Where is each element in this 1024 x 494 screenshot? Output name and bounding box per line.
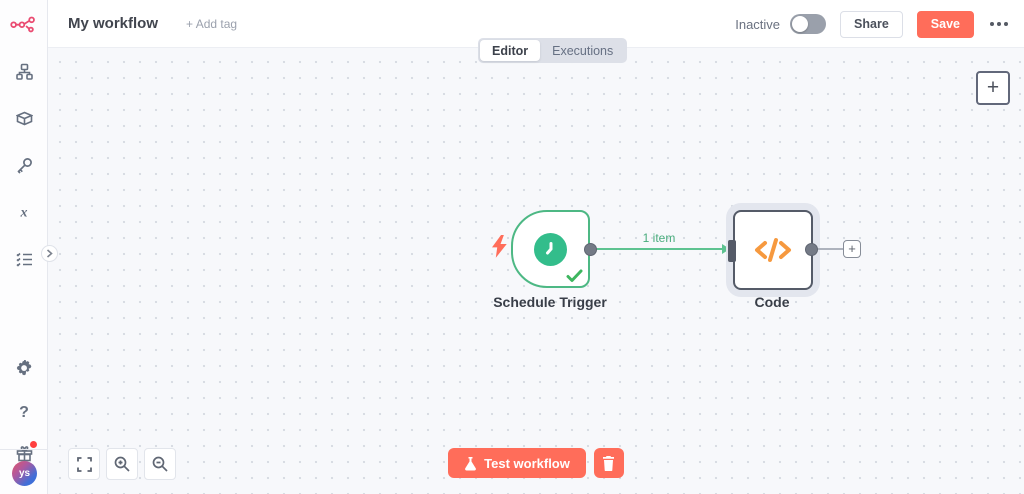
sidebar: x ? — [0, 0, 48, 494]
toggle-knob — [792, 16, 809, 32]
sidebar-item-templates[interactable] — [9, 103, 39, 133]
sidebar-bottom: ? — [0, 353, 48, 469]
add-next-node-button[interactable]: + — [843, 240, 861, 258]
dot — [997, 22, 1001, 26]
workflow-title[interactable]: My workflow — [68, 15, 159, 32]
tab-executions[interactable]: Executions — [552, 43, 614, 58]
node-label-schedule: Schedule Trigger — [493, 294, 607, 310]
connection-arrowhead — [722, 244, 730, 254]
sidebar-item-whats-new[interactable] — [9, 439, 39, 469]
schedule-output-port[interactable] — [584, 243, 597, 256]
workflow-canvas[interactable]: Editor Executions + Schedule Trigger — [41, 38, 1024, 494]
sidebar-item-credentials[interactable] — [9, 150, 39, 180]
n8n-logo[interactable] — [0, 0, 48, 48]
svg-text:?: ? — [19, 404, 29, 420]
notification-dot — [30, 441, 37, 448]
chevron-right-icon — [46, 249, 53, 258]
connection-items-label: 1 item — [642, 231, 676, 245]
share-button[interactable]: Share — [840, 10, 903, 38]
sidebar-item-variables[interactable]: x — [9, 197, 39, 227]
sidebar-divider — [0, 449, 47, 450]
activation-status-label: Inactive — [735, 16, 781, 32]
zoom-to-fit-button[interactable] — [68, 448, 100, 480]
expand-panel-button[interactable] — [41, 245, 58, 262]
more-options-button[interactable] — [988, 16, 1010, 32]
sidebar-item-executions[interactable] — [9, 244, 39, 274]
run-bar: Test workflow — [48, 448, 1024, 478]
code-output-port[interactable] — [805, 243, 818, 256]
test-workflow-button[interactable]: Test workflow — [448, 448, 586, 478]
zoom-out-button[interactable] — [144, 448, 176, 480]
dot — [990, 22, 994, 26]
test-workflow-label: Test workflow — [484, 455, 570, 471]
view-tabs: Editor Executions — [478, 38, 628, 63]
header-actions: Inactive Share Save — [735, 0, 1010, 48]
sidebar-item-help[interactable]: ? — [9, 396, 39, 426]
templates-icon — [15, 111, 33, 125]
sidebar-item-settings[interactable] — [9, 353, 39, 383]
activation-toggle[interactable] — [790, 14, 827, 34]
delete-button[interactable] — [593, 448, 624, 478]
executions-icon — [15, 252, 32, 267]
n8n-logo-icon — [10, 16, 35, 33]
node-label-code: Code — [754, 294, 790, 310]
trigger-bolt-icon — [492, 235, 507, 258]
add-next-stub-line — [816, 248, 843, 250]
code-input-port[interactable] — [728, 240, 736, 262]
connection-line[interactable] — [593, 248, 723, 250]
code-icon — [755, 238, 791, 262]
add-tag-button[interactable]: + Add tag — [186, 16, 238, 31]
credentials-icon — [16, 157, 32, 174]
sidebar-nav: x — [0, 56, 48, 274]
trash-icon — [603, 455, 615, 471]
zoom-in-button[interactable] — [106, 448, 138, 480]
variables-icon: x — [20, 206, 28, 220]
success-check-icon — [566, 269, 583, 282]
dot — [1004, 22, 1008, 26]
zoom-out-icon — [152, 456, 168, 472]
zoom-controls — [68, 448, 176, 480]
tab-editor[interactable]: Editor — [480, 40, 541, 61]
settings-icon — [16, 359, 31, 375]
svg-text:x: x — [20, 206, 28, 220]
open-nodes-panel-button[interactable]: + — [976, 71, 1010, 105]
header: My workflow + Add tag Inactive Share Sav… — [48, 0, 1024, 48]
whats-new-icon — [16, 446, 32, 462]
zoom-to-fit-icon — [76, 456, 92, 472]
help-icon: ? — [19, 404, 29, 420]
user-avatar[interactable]: ys — [12, 461, 37, 486]
workflows-icon — [15, 63, 33, 80]
node-schedule-trigger[interactable] — [511, 210, 590, 288]
save-button[interactable]: Save — [916, 10, 974, 38]
node-code[interactable] — [728, 210, 813, 290]
zoom-in-icon — [114, 456, 130, 472]
schedule-clock-icon — [534, 232, 567, 266]
flask-icon — [465, 456, 477, 470]
sidebar-item-workflows[interactable] — [9, 56, 39, 86]
